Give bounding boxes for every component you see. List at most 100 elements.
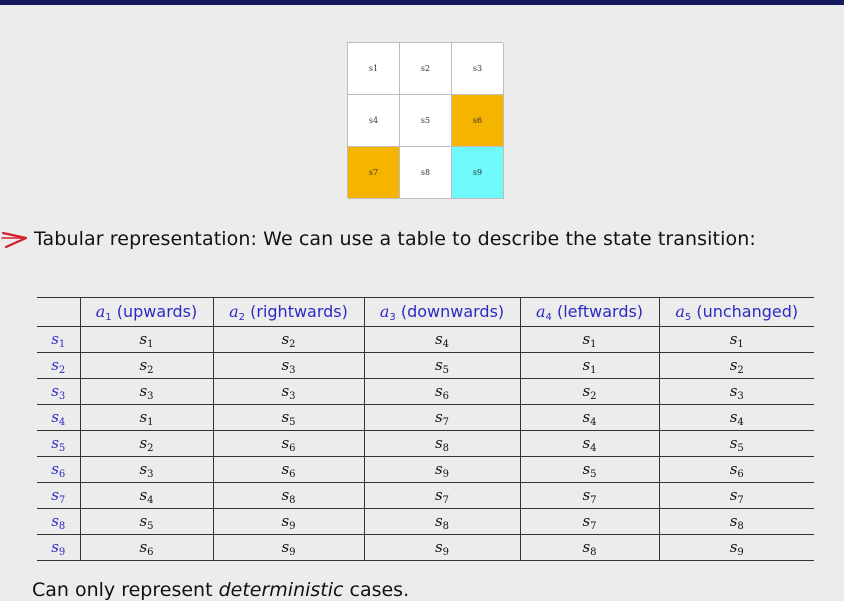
- next-state-cell: s5: [659, 430, 814, 457]
- column-header-sub: 1: [105, 311, 112, 323]
- next-state-cell: s9: [213, 508, 365, 535]
- next-state-cell: s2: [659, 352, 814, 379]
- column-header-sub: 4: [545, 311, 552, 323]
- state-index: 4: [58, 416, 66, 428]
- state-index: 6: [737, 468, 744, 480]
- next-state-cell: s1: [80, 404, 214, 431]
- next-state-cell: s9: [213, 534, 365, 561]
- state-index: 7: [442, 494, 450, 506]
- arrow-bullet-icon: [1, 231, 28, 249]
- state-index: 6: [147, 546, 154, 558]
- next-state-cell: s1: [659, 326, 814, 353]
- next-state-cell: s7: [659, 482, 814, 509]
- next-state-cell: s8: [364, 508, 521, 535]
- state-index: 9: [289, 546, 296, 558]
- state-index: 1: [737, 338, 744, 350]
- top-bar: [0, 0, 844, 5]
- state-index: 8: [590, 546, 597, 558]
- next-state-cell: s4: [80, 482, 214, 509]
- grid-cell-s4: s4: [348, 95, 400, 147]
- footer-emphasis: deterministic: [218, 579, 344, 601]
- state-index: 3: [289, 390, 296, 402]
- state-index: 3: [737, 390, 744, 402]
- state-index: 2: [58, 364, 66, 376]
- state-index: 8: [442, 442, 450, 454]
- state-index: 1: [590, 364, 597, 376]
- next-state-cell: s7: [520, 482, 660, 509]
- state-index: 7: [590, 520, 597, 532]
- column-header-a2: a2 (rightwards): [213, 297, 365, 327]
- state-index: 2: [737, 364, 744, 376]
- state-index: 9: [442, 546, 450, 558]
- state-index: 5: [590, 468, 597, 480]
- next-state-cell: s3: [80, 378, 214, 405]
- state-index: 8: [289, 494, 296, 506]
- row-header-state: s7: [37, 482, 81, 509]
- table-corner-cell: [37, 297, 81, 327]
- next-state-cell: s5: [364, 352, 521, 379]
- footer-text: Can only represent deterministic cases.: [32, 579, 409, 601]
- state-index: 4: [442, 338, 450, 350]
- row-header-state: s1: [37, 326, 81, 353]
- column-header-label: (rightwards): [250, 301, 348, 321]
- state-index: 2: [289, 338, 296, 350]
- column-header-var: a: [95, 301, 106, 321]
- column-header-a3: a3 (downwards): [364, 297, 521, 327]
- next-state-cell: s6: [80, 534, 214, 561]
- state-index: 8: [737, 520, 744, 532]
- state-index: 8: [442, 520, 450, 532]
- state-index: 4: [590, 442, 597, 454]
- next-state-cell: s9: [659, 534, 814, 561]
- state-index: 5: [737, 442, 744, 454]
- next-state-cell: s5: [80, 508, 214, 535]
- transition-table: a1 (upwards)a2 (rightwards)a3 (downwards…: [37, 297, 814, 561]
- next-state-cell: s1: [520, 326, 660, 353]
- grid-cell-s9: s9: [452, 147, 504, 199]
- state-index: 6: [442, 390, 450, 402]
- footer-prefix: Can only represent: [32, 579, 219, 601]
- state-index: 9: [58, 546, 66, 558]
- next-state-cell: s1: [520, 352, 660, 379]
- next-state-cell: s3: [659, 378, 814, 405]
- state-index: 1: [147, 338, 154, 350]
- state-index: 3: [147, 468, 154, 480]
- next-state-cell: s4: [520, 430, 660, 457]
- state-index: 1: [58, 338, 66, 350]
- column-header-sub: 3: [389, 311, 396, 323]
- next-state-cell: s6: [213, 456, 365, 483]
- state-index: 4: [590, 416, 597, 428]
- column-header-var: a: [535, 301, 546, 321]
- column-header-a4: a4 (leftwards): [520, 297, 660, 327]
- grid-cell-s1: s1: [348, 43, 400, 95]
- state-index: 3: [58, 390, 66, 402]
- next-state-cell: s2: [213, 326, 365, 353]
- column-header-var: a: [379, 301, 390, 321]
- row-header-state: s4: [37, 404, 81, 431]
- state-index: 7: [58, 494, 66, 506]
- state-index: 5: [58, 442, 66, 454]
- state-index: 6: [289, 442, 296, 454]
- next-state-cell: s1: [80, 326, 214, 353]
- column-header-sub: 2: [238, 311, 246, 323]
- column-header-label: (unchanged): [696, 301, 799, 321]
- next-state-cell: s3: [213, 378, 365, 405]
- column-header-a5: a5 (unchanged): [659, 297, 814, 327]
- state-index: 5: [147, 520, 154, 532]
- column-header-sub: 5: [684, 311, 692, 323]
- next-state-cell: s5: [520, 456, 660, 483]
- state-index: 4: [147, 494, 154, 506]
- row-header-state: s8: [37, 508, 81, 535]
- grid-cell-s8: s8: [400, 147, 452, 199]
- state-index: 8: [58, 520, 66, 532]
- state-index: 5: [442, 364, 450, 376]
- next-state-cell: s8: [364, 430, 521, 457]
- next-state-cell: s4: [659, 404, 814, 431]
- next-state-cell: s2: [80, 352, 214, 379]
